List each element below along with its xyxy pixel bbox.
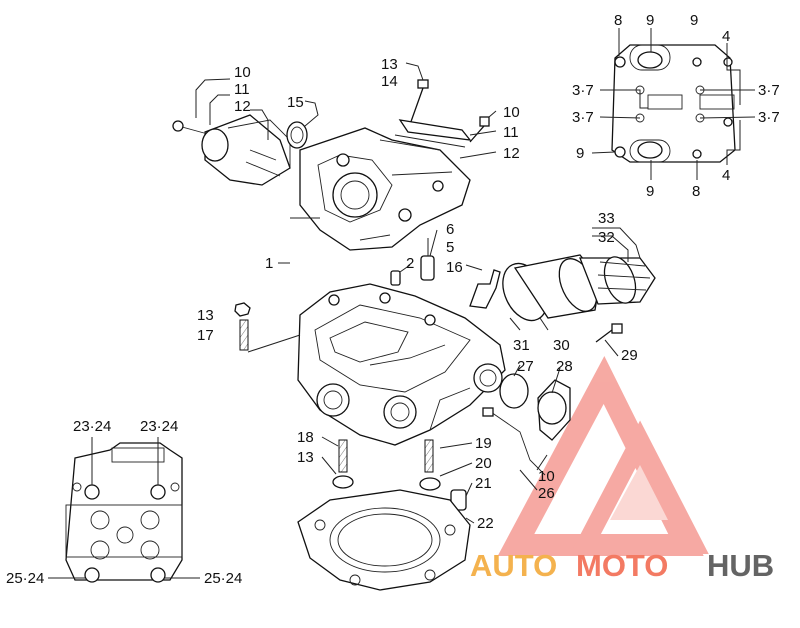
callout-32: 32	[598, 229, 615, 246]
callout-23-24: 23·24	[73, 418, 111, 435]
callout-13: 13	[381, 56, 398, 73]
head-gasket	[297, 489, 471, 591]
stud-18	[332, 439, 354, 489]
inset-bolt-pattern	[65, 442, 183, 583]
callout-27: 27	[517, 358, 534, 375]
thermostat-housing	[482, 373, 571, 476]
callout-16: 16	[446, 259, 463, 276]
callout-23-24: 23·24	[140, 418, 178, 435]
stud-17	[234, 302, 301, 353]
callout-9: 9	[646, 12, 654, 29]
callout-3-7: 3·7	[572, 109, 594, 126]
callout-2: 2	[406, 255, 414, 272]
cylinder-head	[297, 283, 506, 446]
callout-28: 28	[556, 358, 573, 375]
bolt-10-11-12	[469, 116, 490, 143]
callout-3-7: 3·7	[758, 109, 780, 126]
stud-19	[419, 439, 441, 491]
callout-10: 10	[234, 64, 251, 81]
callout-21: 21	[475, 475, 492, 492]
callout-30: 30	[553, 337, 570, 354]
callout-17: 17	[197, 327, 214, 344]
intake-boot	[502, 254, 656, 322]
callout-3-7: 3·7	[758, 82, 780, 99]
callout-10: 10	[503, 104, 520, 121]
callout-25-24: 25·24	[6, 570, 44, 587]
leader-lines	[48, 28, 756, 579]
watermark-emblem	[497, 355, 709, 556]
logo-moto: MOTO	[576, 548, 668, 583]
callout-9: 9	[690, 12, 698, 29]
callout-29: 29	[621, 347, 638, 364]
callout-25-24: 25·24	[204, 570, 242, 587]
callout-13: 13	[197, 307, 214, 324]
callout-12: 12	[234, 98, 251, 115]
logo-auto: AUTO	[470, 548, 557, 583]
callout-26: 26	[538, 485, 555, 502]
callout-19: 19	[475, 435, 492, 452]
gasket-strip	[398, 119, 472, 141]
callout-9: 9	[646, 183, 654, 200]
callout-3-7: 3·7	[572, 82, 594, 99]
valve-cover	[299, 127, 471, 251]
callout-31: 31	[513, 337, 530, 354]
callout-4: 4	[722, 28, 730, 45]
inset-cover-gasket	[611, 44, 736, 163]
part-2	[390, 270, 401, 286]
callout-8: 8	[614, 12, 622, 29]
bolt-29	[595, 323, 623, 343]
callout-labels: 10 11 12 15 13 14 10 11 12 1 6 5 2 16 33…	[6, 12, 780, 587]
oring-15	[286, 121, 308, 149]
callout-20: 20	[475, 455, 492, 472]
part-5	[420, 255, 435, 281]
callout-15: 15	[287, 94, 304, 111]
callout-9: 9	[576, 145, 584, 162]
callout-13: 13	[297, 449, 314, 466]
callout-33: 33	[598, 210, 615, 227]
callout-11: 11	[234, 81, 250, 98]
callout-6: 6	[446, 221, 454, 238]
callout-4: 4	[722, 167, 730, 184]
cam-cap	[172, 114, 291, 186]
callout-10: 10	[538, 468, 555, 485]
callout-8: 8	[692, 183, 700, 200]
callout-11: 11	[503, 124, 519, 141]
callout-1: 1	[265, 255, 273, 272]
callout-5: 5	[446, 239, 454, 256]
callout-22: 22	[477, 515, 494, 532]
watermark-logo: AUTO MOTO HUB	[470, 548, 774, 583]
callout-14: 14	[381, 73, 398, 90]
callout-12: 12	[503, 145, 520, 162]
spark-plug	[469, 269, 501, 309]
logo-hub: HUB	[707, 548, 774, 583]
callout-18: 18	[297, 429, 314, 446]
